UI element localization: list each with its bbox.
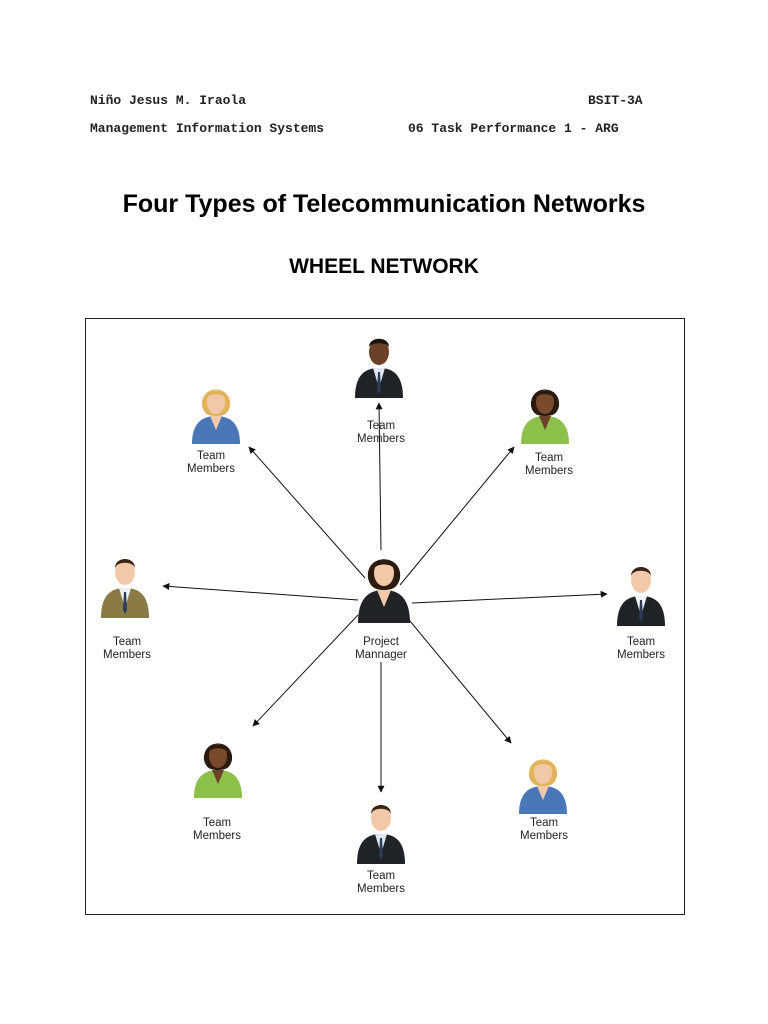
- arrow-top: [375, 402, 383, 551]
- arrow-bottom-right: [404, 614, 512, 744]
- label-line-1: Team: [196, 450, 226, 462]
- section-heading: WHEEL NETWORK: [289, 255, 479, 278]
- team-member-right-label: Team Members: [596, 636, 686, 662]
- label-line-1: Team: [202, 817, 232, 829]
- wheel-network-diagram: [85, 318, 685, 915]
- arrow-left: [162, 582, 359, 601]
- team-member-bottom-right-icon: [519, 759, 567, 814]
- team-member-bottom-icon: [357, 805, 405, 864]
- team-member-top-label: Team Members: [336, 420, 426, 446]
- label-line-2: Members: [520, 830, 568, 842]
- label-line-2: Members: [357, 433, 405, 445]
- label-line-1: Team: [366, 870, 396, 882]
- author-name: Niño Jesus M. Iraola: [90, 93, 247, 108]
- section-code: BSIT-3A: [588, 93, 643, 108]
- project-manager-label: Project Mannager: [336, 636, 426, 662]
- team-member-bottom-left-label: Team Members: [172, 817, 262, 843]
- label-line-1: Team: [626, 636, 656, 648]
- label-line-2: Members: [525, 465, 573, 477]
- team-member-top-right-icon: [521, 389, 569, 444]
- label-line-2: Members: [103, 649, 151, 661]
- team-member-top-right-label: Team Members: [504, 452, 594, 478]
- label-line-1: Team: [529, 817, 559, 829]
- team-member-left-label: Team Members: [82, 636, 172, 662]
- team-member-top-left-icon: [192, 389, 240, 444]
- team-member-top-left-label: Team Members: [166, 450, 256, 476]
- team-member-bottom-right-label: Team Members: [499, 817, 589, 843]
- arrow-top-left: [248, 446, 366, 579]
- arrow-bottom-left: [252, 614, 359, 727]
- team-member-bottom-left-icon: [194, 743, 242, 798]
- team-member-right-icon: [617, 567, 665, 626]
- label-line-1: Team: [112, 636, 142, 648]
- team-member-left-icon: [101, 559, 149, 618]
- label-line-2: Members: [193, 830, 241, 842]
- team-member-top-icon: [355, 338, 403, 398]
- project-manager-icon: [358, 559, 410, 623]
- label-line-1: Team: [534, 452, 564, 464]
- label-line-2: Members: [357, 883, 405, 895]
- task-name: 06 Task Performance 1 - ARG: [408, 121, 619, 136]
- arrow-top-right: [399, 446, 515, 586]
- page-title: Four Types of Telecommunication Networks: [122, 190, 646, 218]
- course-name: Management Information Systems: [90, 121, 325, 136]
- label-line-1: Team: [366, 420, 396, 432]
- label-line-2: Members: [617, 649, 665, 661]
- label-line-1: Project: [363, 636, 399, 648]
- team-member-bottom-label: Team Members: [336, 870, 426, 896]
- label-line-2: Members: [187, 463, 235, 475]
- label-line-2: Mannager: [355, 649, 407, 661]
- arrow-right: [411, 590, 608, 604]
